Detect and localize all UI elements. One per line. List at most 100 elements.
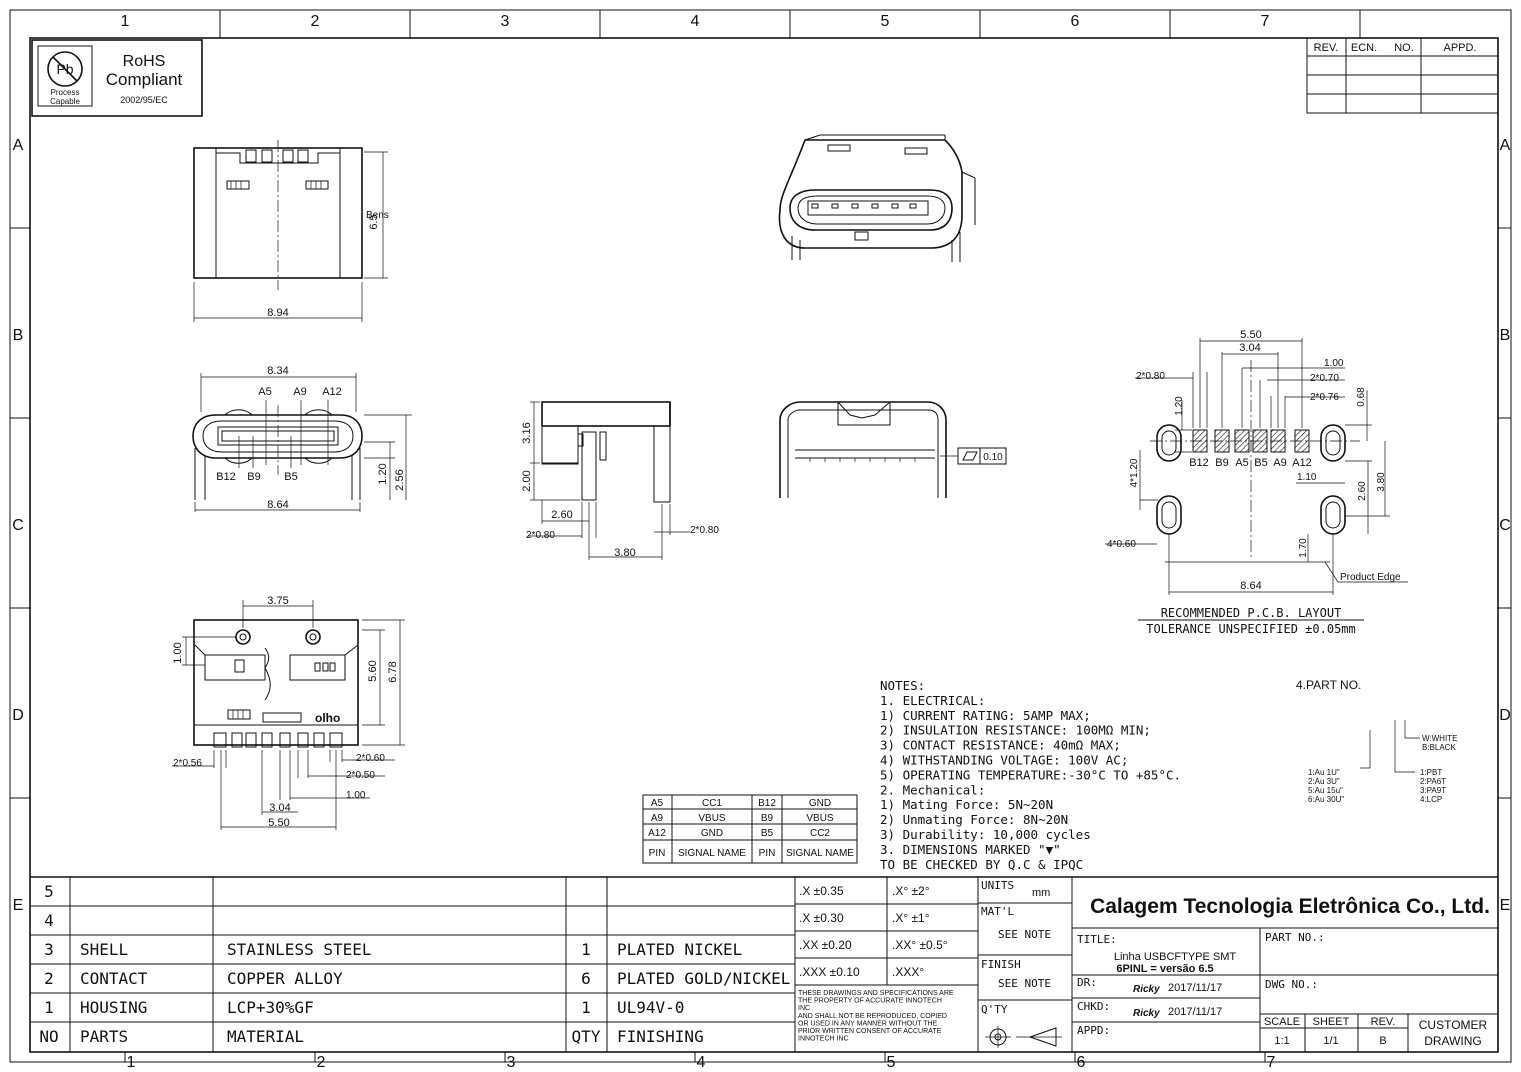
pcb-pin-a5: A5: [1235, 457, 1248, 469]
tolerance-linear: .XXX ±0.10: [799, 965, 860, 979]
material-4: 4:LCP: [1420, 795, 1442, 804]
note-line: 2. Mechanical:: [880, 782, 985, 797]
pcb-dim-110: 1.10: [1297, 472, 1317, 483]
chkd-label: CHKD:: [1077, 1000, 1110, 1013]
pcb-dim-380: 3.80: [1376, 472, 1387, 492]
column-label-bottom-1: 1: [127, 1054, 136, 1071]
pcb-dim-100: 1.00: [1324, 358, 1344, 369]
notes: NOTES:1. ELECTRICAL: 1) CURRENT RATING: …: [880, 678, 1181, 872]
tolerance-angular: .X° ±2°: [892, 884, 930, 898]
customer-label-1: CUSTOMER: [1419, 1018, 1488, 1032]
pcb-layout: B12 B9 A5 B5 A9 A12 5.50 3.04 1.00 2*0.8…: [1105, 329, 1408, 636]
bom-cell: PARTS: [80, 1027, 128, 1046]
pin-table-cell: A9: [651, 813, 664, 824]
note-line: 1. ELECTRICAL:: [880, 693, 985, 708]
dim-front-h2: 2.56: [394, 469, 406, 490]
color-black: B:BLACK: [1422, 743, 1456, 752]
rev-label: REV.: [1371, 1016, 1396, 1028]
pcb-pin-b12: B12: [1189, 457, 1209, 469]
qty-label: Q'TY: [981, 1003, 1008, 1016]
pcb-dim-068: 0.68: [1356, 387, 1367, 407]
pin-a5-label: A5: [258, 386, 271, 398]
note-line: 1) Mating Force: 5N~20N: [880, 797, 1053, 812]
rohs-directive: 2002/95/EC: [120, 95, 168, 105]
tolerance-linear: .X ±0.35: [799, 884, 844, 898]
disclaimer-line: PRIOR WRITTEN CONSENT OF ACCURATE: [798, 1028, 942, 1035]
dim-bottom-h3: 6.78: [387, 661, 399, 682]
process-text: Process: [51, 88, 80, 97]
plating-1: 1:Au 1U": [1308, 768, 1340, 777]
rev-header: REV.: [1314, 42, 1339, 54]
pcb-pad-oval-tr: [1320, 424, 1346, 462]
scale-value: 1:1: [1274, 1035, 1289, 1047]
dim-bottom-h2: 5.60: [367, 660, 379, 681]
bom-cell: QTY: [572, 1027, 601, 1046]
dim-side-pin-r: 2*0.80: [690, 525, 719, 536]
column-label-top-6: 6: [1071, 13, 1080, 30]
dim-front-top: 8.34: [267, 365, 288, 377]
pcb-dim-170: 1.70: [1298, 538, 1309, 558]
pin-table-cell: B12: [758, 798, 776, 809]
row-label-left-C: C: [12, 517, 24, 534]
pcb-pad-oval-tl: [1156, 424, 1182, 462]
plating-2: 2:Au 3U": [1308, 777, 1340, 786]
bom-cell: 1: [581, 940, 591, 959]
appd-header: APPD.: [1443, 42, 1476, 54]
pin-b9-label: B9: [247, 471, 260, 483]
flatness-value: 0.10: [983, 452, 1003, 463]
dim-side-h1: 3.16: [521, 422, 533, 443]
chkd-date: 2017/11/17: [1168, 1006, 1222, 1018]
column-label-top-1: 1: [121, 13, 130, 30]
units-label: UNITS: [981, 879, 1014, 892]
row-label-left-D: D: [12, 707, 24, 724]
bom-cell: LCP+30%GF: [227, 998, 314, 1017]
pcb-dim-550: 5.50: [1240, 329, 1261, 341]
dim-side-pin-l: 2*0.80: [526, 530, 555, 541]
dim-side-w2: 3.80: [614, 547, 635, 559]
pin-a12-label: A12: [322, 386, 342, 398]
material-3: 3:PA9T: [1420, 786, 1446, 795]
product-edge-label: Product Edge: [1340, 572, 1401, 583]
pin-table-cell: B5: [761, 828, 774, 839]
isometric-view: [778, 134, 976, 262]
sheet-value: 1/1: [1323, 1035, 1338, 1047]
column-label-bottom-5: 5: [887, 1054, 896, 1071]
pin-table-cell: PIN: [759, 848, 776, 859]
pcb-dim-2x070: 2*0.70: [1310, 373, 1339, 384]
bom-cell: NO: [39, 1027, 58, 1046]
column-label-bottom-7: 7: [1267, 1054, 1276, 1071]
rohs-compliant: Compliant: [106, 70, 183, 89]
tolerance-angular: .XX° ±0.5°: [892, 938, 948, 952]
tolerance-linear: .XX ±0.20: [799, 938, 852, 952]
no-lead-icon: Pb: [47, 51, 83, 87]
mount-hole-right: [305, 629, 321, 645]
bom-cell: SHELL: [80, 940, 128, 959]
row-label-right-C: C: [1499, 517, 1511, 534]
note-line: 2) Unmating Force: 8N~20N: [880, 812, 1068, 827]
dim-bottom-p4: 1.00: [346, 790, 366, 801]
disclaimer-line: OR USED IN ANY MANNER WITHOUT THE: [798, 1020, 938, 1027]
title-line-1: Linha USBCFTYPE SMT: [1114, 951, 1237, 963]
pin-table-cell: CC1: [702, 798, 722, 809]
pin-table-cell: B9: [761, 813, 774, 824]
sheet-label: SHEET: [1313, 1016, 1350, 1028]
row-label-right-B: B: [1500, 327, 1511, 344]
row-label-left-B: B: [13, 327, 24, 344]
bom-cell: 2: [44, 969, 54, 988]
bom-cell: PLATED NICKEL: [617, 940, 742, 959]
column-label-top-7: 7: [1261, 13, 1270, 30]
disclaimer-line: INNOTECH INC: [798, 1036, 849, 1043]
bom-cell: HOUSING: [80, 998, 147, 1017]
top-view: 8.94 6.5 Bens: [193, 140, 389, 322]
column-label-top-4: 4: [691, 13, 700, 30]
dim-bottom-p1: 2*0.56: [173, 758, 202, 769]
matl-value: SEE NOTE: [998, 928, 1051, 941]
pin-table-cell: CC2: [810, 828, 830, 839]
note-line: 3) Durability: 10,000 cycles: [880, 827, 1091, 842]
pcb-dim-864: 8.64: [1240, 580, 1261, 592]
pcb-dim-4x120: 4*1.20: [1129, 458, 1140, 487]
company-name: Calagem Tecnologia Eletrônica Co., Ltd.: [1090, 895, 1490, 918]
scale-label: SCALE: [1264, 1016, 1300, 1028]
